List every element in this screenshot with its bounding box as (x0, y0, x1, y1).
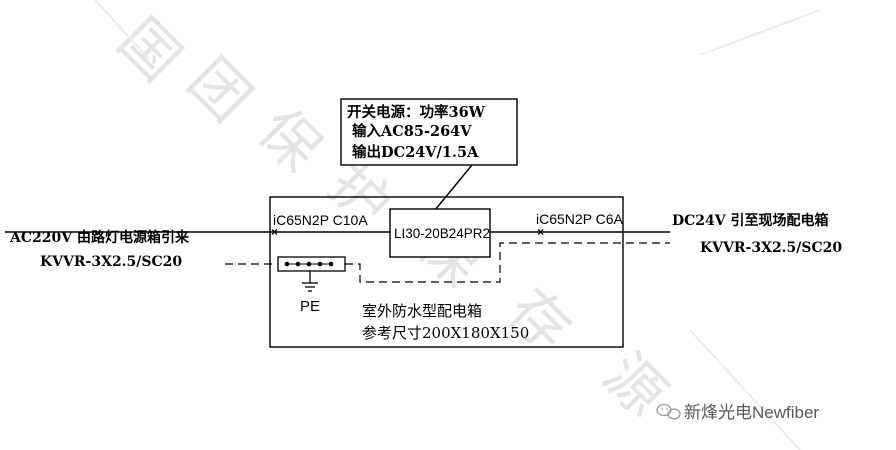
watermark-stroke (689, 329, 801, 450)
power-supply-callout: 开关电源：功率36W 输入AC85-264V 输出DC24V/1.5A (340, 98, 518, 211)
callout-box (340, 98, 518, 166)
watermark-char: 存 (495, 275, 584, 364)
breaker-out-contact-icon: × (537, 225, 544, 239)
watermark-stroke (699, 9, 821, 56)
source-cable: KVVR-3X2.5/SC20 (40, 254, 182, 270)
power-supply-module (389, 208, 491, 258)
source-label: AC220V 由路灯电源箱引来 (9, 229, 190, 246)
enclosure-size: 参考尺寸200X180X150 (362, 324, 529, 342)
enclosure-type: 室外防水型配电箱 (362, 302, 482, 320)
callout-leader (434, 164, 473, 211)
power-supply-label: LI30-20B24PR2 (394, 226, 490, 241)
watermark-char: 保 (245, 95, 334, 184)
watermark-char: 源 (590, 340, 679, 429)
wechat-logo-icon (656, 403, 681, 420)
enclosure-box (269, 196, 624, 348)
earth-conductors (225, 242, 670, 283)
output-label: DC24V 引至现场配电箱 (672, 212, 829, 229)
callout-power: 开关电源：功率36W (347, 103, 486, 121)
breaker-in-label: iC65N2P C10A (273, 212, 368, 228)
watermark-char: 国 (105, 5, 194, 94)
watermark-char: 团 (175, 45, 264, 134)
breaker-in-contact-icon: × (271, 225, 278, 239)
ground-icon (302, 271, 318, 292)
pe-terminal-block (277, 256, 346, 272)
watermark-stroke (94, 0, 151, 61)
output-cable: KVVR-3X2.5/SC20 (700, 240, 842, 256)
callout-input: 输入AC85-264V (352, 122, 472, 140)
callout-output: 输出DC24V/1.5A (352, 143, 479, 161)
breaker-out-label: iC65N2P C6A (536, 211, 624, 227)
brand-text: 新烽光电Newfiber (684, 403, 819, 422)
pe-dashed-out (345, 242, 670, 283)
pe-label: PE (300, 298, 320, 315)
